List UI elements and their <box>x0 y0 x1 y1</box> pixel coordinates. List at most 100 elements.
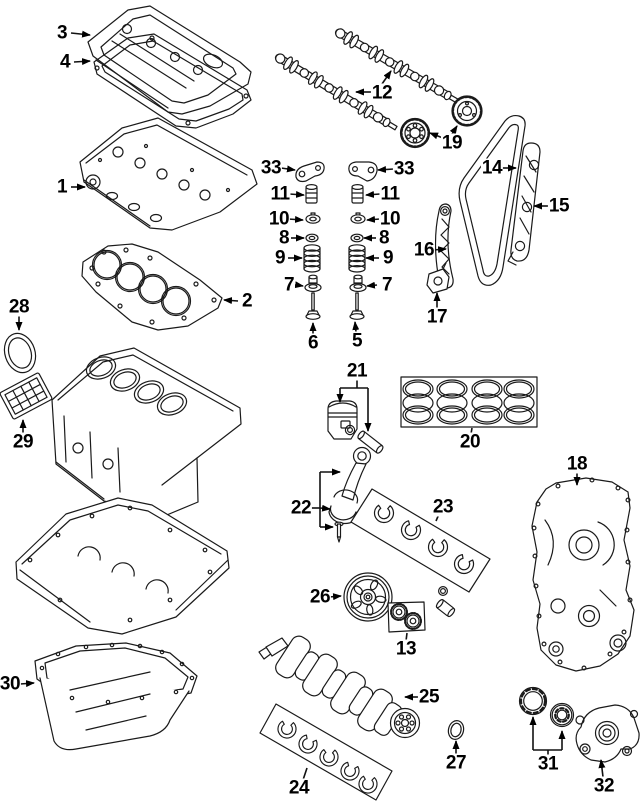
callout-6: 6 <box>306 332 320 354</box>
callout-31: 31 <box>536 753 560 775</box>
callout-12: 12 <box>370 82 394 104</box>
callout-13: 13 <box>394 638 418 660</box>
callout-11-left: 11 <box>269 183 291 205</box>
leader-line-10-left <box>287 215 304 223</box>
leader-line-16 <box>432 246 447 254</box>
balance-gears-drawing <box>387 601 426 633</box>
callout-4: 4 <box>58 51 72 73</box>
callout-21: 21 <box>345 360 369 382</box>
leader-line-10-right <box>366 215 381 223</box>
callout-10-left: 10 <box>267 208 291 230</box>
valve-spring-right-drawing <box>348 244 366 273</box>
callout-14: 14 <box>480 157 504 179</box>
cylinder-head-drawing <box>79 117 258 231</box>
valve-left-drawing <box>305 292 321 320</box>
leader-line-12 <box>381 70 392 85</box>
callout-29: 29 <box>11 431 35 453</box>
callout-2: 2 <box>240 290 254 312</box>
leader-line-2 <box>223 297 239 305</box>
callout-8-left: 8 <box>277 227 291 249</box>
ladder-frame-drawing <box>15 497 230 635</box>
oil-pump-housing-drawing <box>575 704 640 763</box>
leader-line-22 <box>319 504 331 512</box>
valve-spring-left-drawing <box>303 244 321 273</box>
callout-24: 24 <box>287 777 311 799</box>
main-bearings-drawing <box>259 703 393 801</box>
callout-8-right: 8 <box>377 227 391 249</box>
callout-9-left: 9 <box>273 247 287 269</box>
callout-3: 3 <box>55 22 69 44</box>
leader-line-7-left <box>294 281 304 289</box>
callout-28: 28 <box>7 296 31 318</box>
timing-cover-drawing <box>531 477 635 672</box>
timing-chain-drawing <box>458 114 526 286</box>
callout-19: 19 <box>440 132 464 154</box>
valve-right-drawing <box>349 292 365 320</box>
callout-32: 32 <box>592 775 616 797</box>
callout-9-right: 9 <box>381 247 395 269</box>
callout-33-left: 33 <box>259 157 283 179</box>
callout-16: 16 <box>412 239 436 261</box>
leader-line-5 <box>352 321 360 333</box>
callout-33-right: 33 <box>392 158 416 180</box>
callout-11-right: 11 <box>379 183 401 205</box>
callout-18: 18 <box>565 453 589 475</box>
crank-pulley-drawing <box>343 572 393 622</box>
callout-30: 30 <box>0 673 22 695</box>
valve-cover-gasket-drawing <box>93 33 252 129</box>
leader-line-30 <box>19 680 35 688</box>
connecting-rod-drawing <box>328 446 372 543</box>
stem-seal-right-drawing <box>349 274 367 293</box>
valve-cover-drawing <box>87 5 252 115</box>
crankshaft-drawing <box>258 635 421 739</box>
stem-seal-left-drawing <box>304 274 322 293</box>
spring-seat-left-drawing <box>305 233 319 243</box>
leader-line-11-left <box>288 190 305 198</box>
callout-17: 17 <box>425 306 449 328</box>
callout-10-right: 10 <box>378 208 402 230</box>
spring-retainer-left-drawing <box>305 212 321 224</box>
rear-seal-drawing <box>447 720 465 740</box>
piston-rings-drawing <box>400 376 538 428</box>
timing-sprocket-drawing <box>399 117 431 149</box>
lash-adjuster-left-drawing <box>305 184 318 204</box>
leader-line-4 <box>73 58 91 65</box>
leader-line-33-right <box>377 166 395 173</box>
callout-5: 5 <box>350 330 364 352</box>
piston-drawing <box>327 400 358 440</box>
rocker-arm-left-drawing <box>295 161 325 183</box>
lash-adjuster-right-drawing <box>351 184 364 204</box>
callout-7-right: 7 <box>380 274 394 296</box>
oil-pan-drawing <box>34 642 198 751</box>
baffle-plate-drawing <box>0 372 53 420</box>
callout-26: 26 <box>308 586 332 608</box>
leader-line-24 <box>302 767 308 781</box>
oil-pump-rotors-drawing <box>518 686 575 728</box>
leader-line-19 <box>429 132 444 140</box>
leader-line-32 <box>598 759 606 778</box>
chain-tensioner-drawing <box>426 262 450 294</box>
small-ring-drawing <box>438 585 449 596</box>
callout-20: 20 <box>458 431 482 453</box>
leader-line-3 <box>70 30 91 38</box>
engine-block-drawing <box>51 347 242 518</box>
callout-7-left: 7 <box>282 274 296 296</box>
head-gasket-drawing <box>81 243 223 331</box>
leader-line-33-left <box>280 165 296 173</box>
piston-pin-drawing <box>357 430 384 454</box>
bushing-drawing <box>435 599 456 618</box>
callout-1: 1 <box>55 176 69 198</box>
leader-line-7-right <box>366 281 378 289</box>
leader-line-11-right <box>365 190 381 198</box>
callout-23: 23 <box>431 496 455 518</box>
callout-15: 15 <box>547 195 571 217</box>
spring-seat-right-drawing <box>350 233 364 243</box>
seal-ring-drawing <box>3 332 37 374</box>
spring-retainer-right-drawing <box>350 212 366 224</box>
cvvt-pulley-drawing <box>451 95 483 127</box>
rod-bearings-drawing <box>350 488 491 593</box>
callout-25: 25 <box>417 686 441 708</box>
callout-27: 27 <box>444 752 468 774</box>
chain-guide-drawing <box>507 142 541 266</box>
